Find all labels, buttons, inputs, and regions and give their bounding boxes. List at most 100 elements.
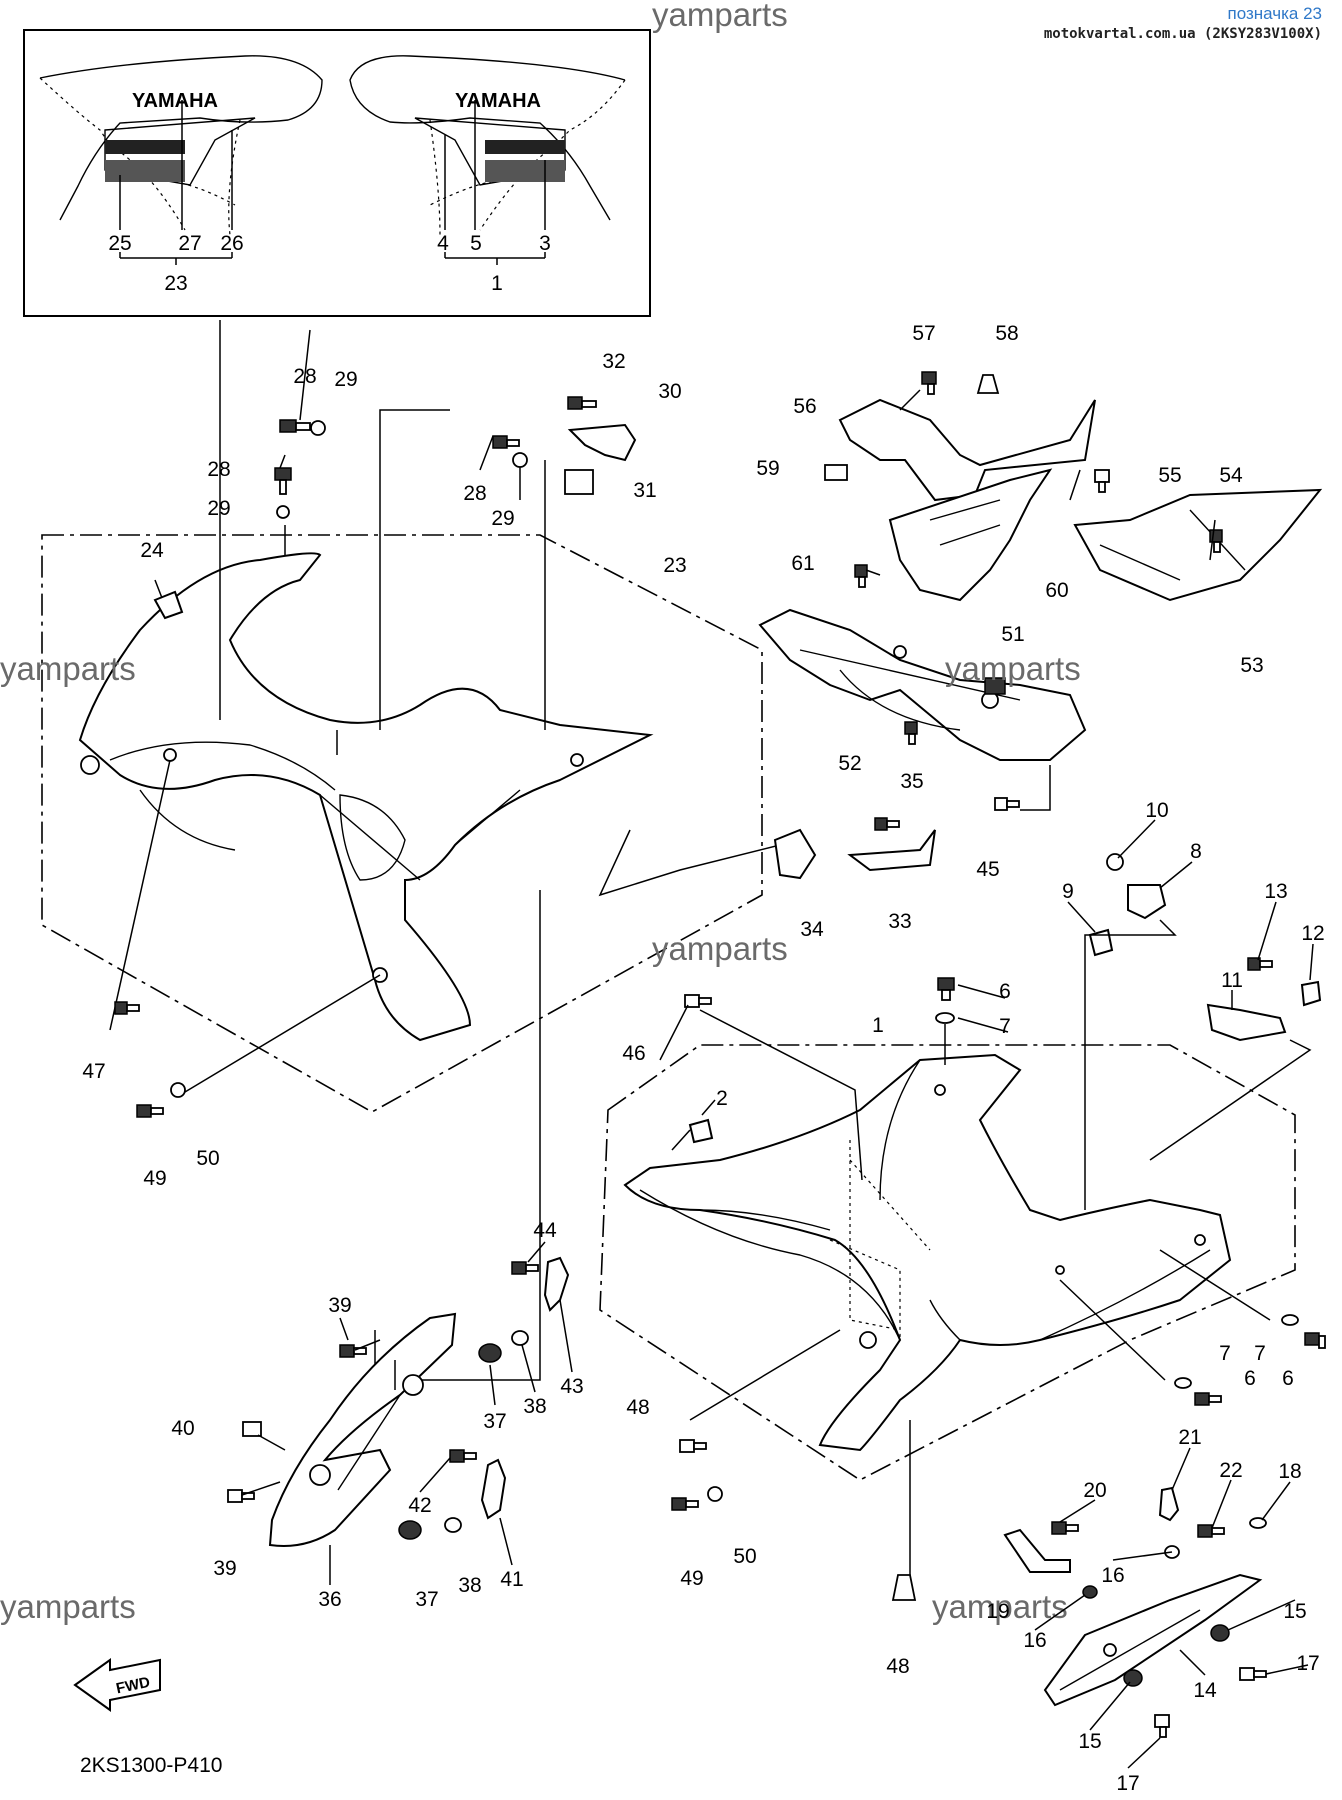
bracket-41 xyxy=(480,1458,507,1520)
inset-left-panel xyxy=(39,55,323,221)
callout-61: 61 xyxy=(791,552,814,575)
bolt-39-a xyxy=(339,1344,367,1358)
callout-52: 52 xyxy=(838,752,861,775)
washer-7-c xyxy=(1281,1314,1299,1326)
bolt-32 xyxy=(567,396,597,410)
callout-55: 55 xyxy=(1158,464,1181,487)
callout-38: 38 xyxy=(458,1574,481,1597)
nut-31 xyxy=(564,469,594,495)
bolt-52 xyxy=(904,721,918,745)
grommet-15-b xyxy=(1123,1669,1143,1687)
callout-35: 35 xyxy=(900,770,923,793)
source-link[interactable]: позначка 23 xyxy=(1227,4,1323,23)
callout-37: 37 xyxy=(483,1410,506,1433)
callout-54: 54 xyxy=(1219,464,1243,487)
callout-57: 57 xyxy=(912,322,935,345)
under-bracket-14 xyxy=(1043,1573,1263,1707)
callout-41: 41 xyxy=(500,1568,523,1591)
inset-right-emblem xyxy=(485,160,565,182)
collar-38-a xyxy=(511,1330,529,1346)
callout-26: 26 xyxy=(220,232,243,255)
bolt-42 xyxy=(449,1449,477,1463)
callout-16: 16 xyxy=(1023,1629,1046,1652)
callout-48: 48 xyxy=(626,1396,649,1419)
clip-9 xyxy=(1088,928,1114,957)
inset-frame xyxy=(23,29,651,317)
bolt-17-b xyxy=(1154,1714,1170,1738)
callout-15: 15 xyxy=(1078,1730,1101,1753)
callout-36: 36 xyxy=(318,1588,341,1611)
callout-45: 45 xyxy=(976,858,999,881)
callout-32: 32 xyxy=(602,350,625,373)
inner-panels xyxy=(758,371,1323,1210)
stay-51 xyxy=(758,608,1087,761)
callout-56: 56 xyxy=(793,395,816,418)
washer-7-a xyxy=(935,1012,955,1024)
callout-40: 40 xyxy=(171,1417,194,1440)
clip-24 xyxy=(153,590,184,620)
bolt-47 xyxy=(114,1001,140,1015)
fwd-arrow-icon: FWD xyxy=(73,1658,161,1712)
nut-51 xyxy=(984,677,1006,695)
bracket-21 xyxy=(1158,1486,1180,1522)
callout-50: 50 xyxy=(196,1147,219,1170)
bolt-13 xyxy=(1247,957,1273,971)
washer-50-a xyxy=(170,1082,186,1098)
callout-49: 49 xyxy=(680,1567,703,1590)
callout-21: 21 xyxy=(1178,1426,1201,1449)
callout-51: 51 xyxy=(1001,623,1024,646)
grommet-37-b xyxy=(398,1520,422,1540)
callout-28: 28 xyxy=(207,458,230,481)
collar-16-b xyxy=(1082,1585,1098,1599)
callout-29: 29 xyxy=(334,368,357,391)
callout-48: 48 xyxy=(886,1655,909,1678)
washer-7-b xyxy=(1174,1377,1192,1389)
callout-20: 20 xyxy=(1083,1479,1106,1502)
callout-16: 16 xyxy=(1101,1564,1124,1587)
bolt-44 xyxy=(511,1261,539,1275)
bolt-6-a xyxy=(937,977,955,1001)
callout-2: 2 xyxy=(716,1087,728,1110)
callout-17: 17 xyxy=(1116,1772,1139,1795)
callout-28: 28 xyxy=(293,365,316,388)
clip-40 xyxy=(242,1421,262,1437)
grommet-15-a xyxy=(1210,1624,1230,1642)
watermark: yamparts xyxy=(0,650,136,687)
stay-19 xyxy=(1003,1528,1071,1573)
callout-29: 29 xyxy=(207,497,230,520)
watermark: yamparts xyxy=(932,1588,1068,1625)
side-cowl-assembly-1 xyxy=(599,977,1326,1601)
inset-right-logo: YAMAHA xyxy=(455,90,541,112)
callout-31: 31 xyxy=(633,479,656,502)
washer-29-b xyxy=(276,505,290,519)
callout-12: 12 xyxy=(1301,922,1324,945)
group-boundary-23 xyxy=(41,534,763,1113)
watermark: yamparts xyxy=(652,930,788,967)
callout-59: 59 xyxy=(756,457,779,480)
callout-24: 24 xyxy=(140,539,164,562)
callout-43: 43 xyxy=(560,1375,583,1398)
callout-39: 39 xyxy=(213,1557,236,1580)
bolt-6-b xyxy=(1194,1392,1222,1406)
inset-right-stripe xyxy=(485,140,565,154)
watermark-top: yamparts xyxy=(652,0,788,33)
inset-left-stripe xyxy=(105,140,185,154)
bolt-17-a xyxy=(1239,1667,1267,1681)
callout-19: 19 xyxy=(986,1600,1009,1623)
callout-7: 7 xyxy=(1254,1342,1266,1365)
nut-59 xyxy=(824,464,848,481)
side-cowl-1 xyxy=(623,1053,1232,1452)
decal-inset: YAMAHA YAMAHA 25 27 26 23 4 5 3 1 xyxy=(23,29,651,317)
callout-6: 6 xyxy=(1282,1367,1294,1390)
bracket-11 xyxy=(1206,1003,1287,1042)
collar-38-b xyxy=(444,1517,462,1533)
callout-8: 8 xyxy=(1190,840,1202,863)
callout-60: 60 xyxy=(1045,579,1068,602)
callout-44: 44 xyxy=(533,1219,557,1242)
callout-37: 37 xyxy=(415,1588,438,1611)
callout-42: 42 xyxy=(408,1494,431,1517)
group-boundary-1 xyxy=(599,1044,1296,1481)
callout-1-group: 1 xyxy=(491,272,503,295)
rivet-48-b xyxy=(891,1574,917,1601)
